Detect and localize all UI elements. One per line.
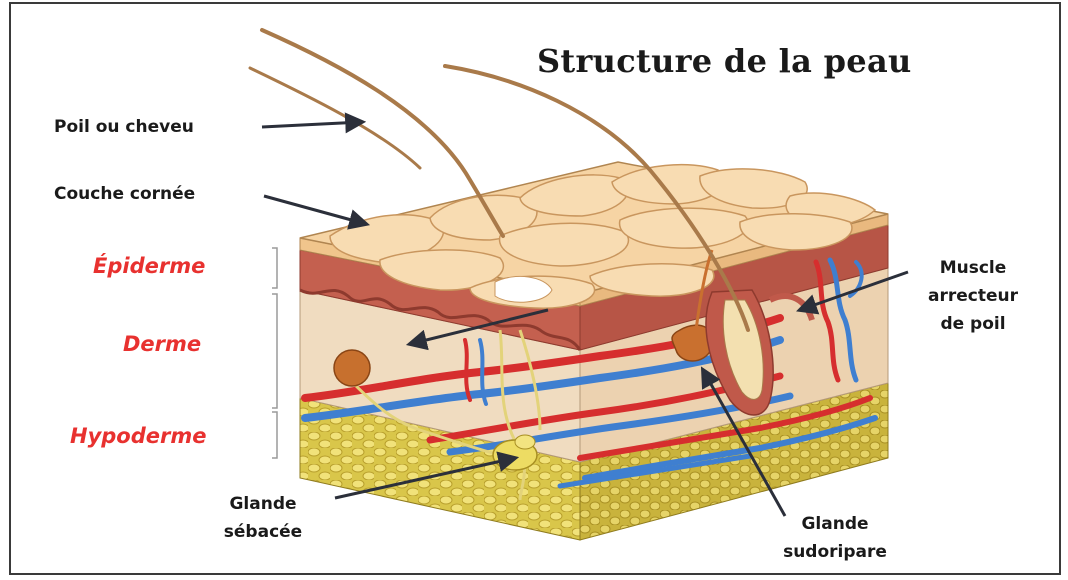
label-couche-cornee: Couche cornée <box>54 180 195 208</box>
label-muscle-line-1: Muscle <box>898 254 1048 282</box>
arrow-poil <box>262 122 362 127</box>
label-sudoripare-line-2: sudoripare <box>775 538 895 566</box>
layer-brackets <box>272 248 277 458</box>
label-muscle-line-3: de poil <box>898 310 1048 338</box>
layer-label-hypoderme: Hypoderme <box>70 424 206 448</box>
label-glande-sudoripare: Glande sudoripare <box>775 510 895 566</box>
label-poil: Poil ou cheveu <box>54 113 194 141</box>
corpuscle <box>334 350 370 386</box>
layer-label-epiderme: Épiderme <box>93 254 205 278</box>
layer-label-derme: Derme <box>123 332 201 356</box>
label-sebacee-line-2: sébacée <box>208 518 318 546</box>
arrow-couche-cornee <box>264 196 366 224</box>
diagram-title: Structure de la peau <box>537 42 912 80</box>
label-muscle: Muscle arrecteur de poil <box>898 254 1048 338</box>
label-muscle-line-2: arrecteur <box>898 282 1048 310</box>
label-sudoripare-line-1: Glande <box>775 510 895 538</box>
label-sebacee-line-1: Glande <box>208 490 318 518</box>
label-glande-sebacee: Glande sébacée <box>208 490 318 546</box>
